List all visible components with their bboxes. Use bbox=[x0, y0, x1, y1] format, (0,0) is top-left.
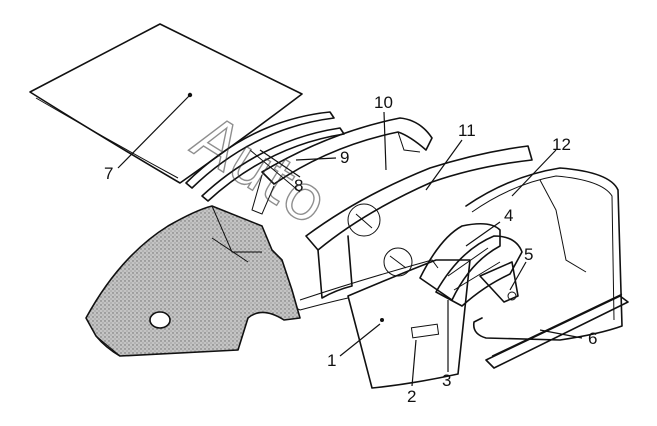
window-regulator bbox=[479, 261, 519, 303]
callout-4: 4 bbox=[504, 206, 513, 225]
callout-12: 12 bbox=[552, 135, 571, 154]
outer-door-skin bbox=[347, 259, 471, 389]
door-weatherstrip bbox=[465, 167, 623, 341]
roof-side-rail bbox=[251, 117, 433, 215]
callout-6: 6 bbox=[588, 329, 597, 348]
door-inner-frame bbox=[279, 145, 533, 311]
callout-5: 5 bbox=[524, 245, 533, 264]
callout-10: 10 bbox=[374, 93, 393, 112]
callout-3: 3 bbox=[442, 371, 451, 390]
door-window-glass bbox=[419, 222, 523, 307]
callout-labels: 7 8 9 10 11 12 4 5 6 1 2 3 bbox=[104, 93, 597, 406]
rear-quarter-panel bbox=[85, 205, 301, 357]
callout-11: 11 bbox=[458, 121, 476, 140]
leader-lines bbox=[117, 94, 583, 387]
callout-7: 7 bbox=[104, 164, 113, 183]
callout-2: 2 bbox=[407, 387, 416, 406]
callout-1: 1 bbox=[327, 351, 336, 370]
sill-strip bbox=[485, 293, 629, 369]
callout-9: 9 bbox=[340, 148, 349, 167]
callout-8: 8 bbox=[294, 176, 303, 195]
